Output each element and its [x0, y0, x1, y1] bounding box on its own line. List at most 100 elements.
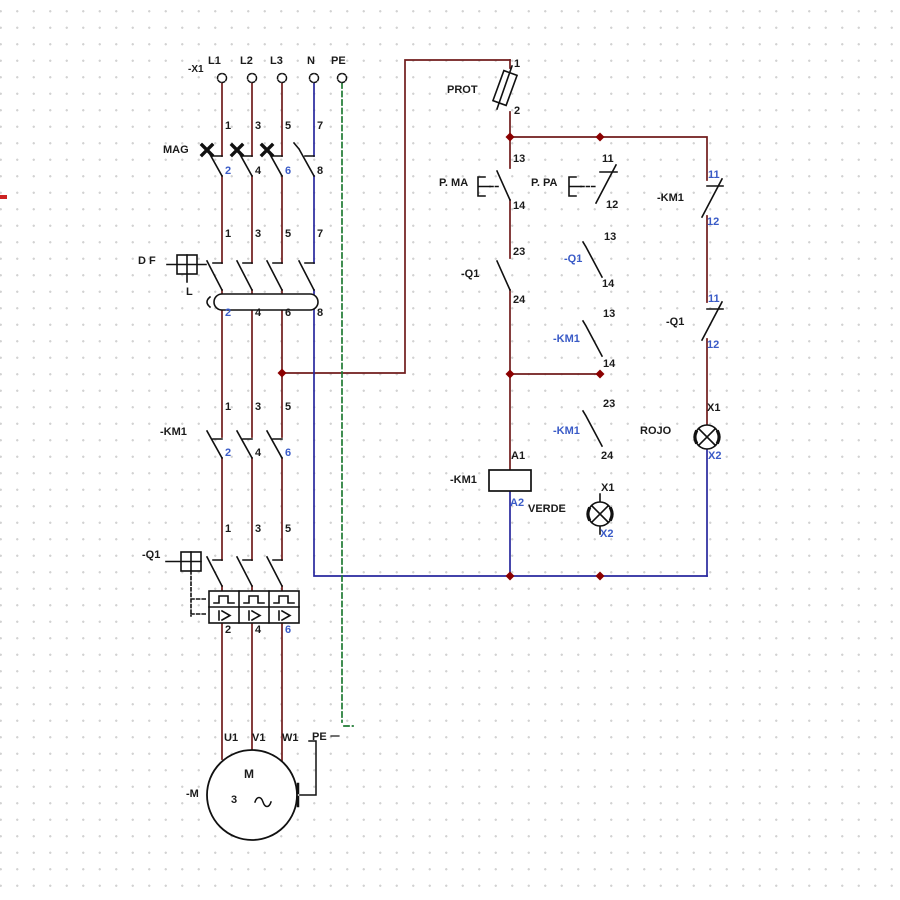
mag-pin: 3 [255, 120, 262, 132]
terminal-pe[interactable] [336, 72, 348, 84]
terminal-strip-label: -X1 [188, 64, 204, 75]
ppa-pin: 12 [606, 199, 619, 211]
motor-terminal: V1 [252, 732, 266, 744]
q1-aux-mid-label: -Q1 [564, 253, 583, 265]
df-test-box [166, 254, 207, 283]
wire-neutral [313, 82, 708, 577]
coil-pin: A2 [510, 497, 525, 509]
mag-pin: 6 [285, 165, 292, 177]
junction-dot [277, 368, 287, 378]
motor-symbol[interactable] [206, 749, 300, 841]
junction-dot [595, 369, 605, 379]
q1-pin: 5 [285, 523, 292, 535]
start-button-label: P. MA [439, 177, 469, 189]
df-differential-symbol[interactable] [166, 254, 316, 292]
km1-pin: 2 [225, 447, 232, 459]
df-toroid-symbol[interactable] [206, 293, 319, 311]
red-lamp-symbol[interactable] [693, 424, 721, 450]
motor-m: M [244, 767, 254, 781]
terminal-n[interactable] [308, 72, 320, 84]
q1-aux-no-left-symbol[interactable] [495, 259, 512, 292]
terminal-l2[interactable] [246, 72, 258, 84]
pma-pin: 13 [513, 153, 526, 165]
km1-holding-contact-symbol[interactable] [581, 319, 604, 358]
km1-nc-pin: 11 [708, 169, 720, 181]
mag-breaker-label: MAG [163, 144, 189, 156]
red-lamp-label: ROJO [640, 425, 672, 437]
stop-button-symbol[interactable] [568, 163, 618, 205]
mag-pin: 4 [255, 165, 262, 177]
junction-dot [595, 132, 605, 142]
junction-dot [505, 369, 515, 379]
mag-pin: 1 [225, 120, 232, 132]
q1-pin: 1 [225, 523, 232, 535]
q1-aux-left-pin: 23 [513, 246, 526, 258]
df-pin: 1 [225, 228, 232, 240]
q1-motor-breaker-symbol[interactable] [165, 551, 300, 624]
mag-pin: 7 [317, 120, 324, 132]
q1-pin: 2 [225, 624, 232, 636]
km1-coil-symbol[interactable] [488, 469, 532, 492]
fuse-prot-symbol[interactable] [491, 64, 519, 111]
breaker-x-marks [199, 142, 275, 158]
terminal-l1[interactable] [216, 72, 228, 84]
df-pin: 8 [317, 307, 324, 319]
wire-control-top-rail [509, 136, 708, 181]
q1-aux-mid-pin: 14 [602, 278, 615, 290]
q1-pin: 6 [285, 624, 292, 636]
motor-phases: 3 [231, 794, 238, 806]
fuse-label: PROT [447, 84, 478, 96]
q1-aux-nc-symbol[interactable] [700, 300, 724, 342]
phase-label-l3: L3 [270, 55, 283, 67]
neutral-label: N [307, 55, 315, 67]
red-edge-mark [0, 195, 7, 199]
junction-dots [277, 132, 605, 581]
km1-power-contacts-symbol[interactable] [205, 429, 284, 460]
km1-aux-no-23-symbol[interactable] [581, 409, 604, 448]
phase-label-l1: L1 [208, 55, 221, 67]
q1-aux-mid-pin: 13 [604, 231, 617, 243]
q1-aux-left-pin: 24 [513, 294, 526, 306]
q1-nc-pin: 11 [708, 293, 720, 305]
q1-aux-left-label: -Q1 [461, 268, 480, 280]
phase-label-l2: L2 [240, 55, 253, 67]
motor-pe-label: PE [312, 731, 327, 743]
ppa-blade [594, 163, 618, 205]
motor-label: -M [186, 788, 199, 800]
start-button-symbol[interactable] [477, 169, 512, 202]
km1-hold-label: -KM1 [553, 333, 580, 345]
stop-button-label: P. PA [531, 177, 558, 189]
df-pin: 7 [317, 228, 324, 240]
km1-aux23-pin: 23 [603, 398, 616, 410]
green-lamp-symbol[interactable] [586, 493, 614, 535]
df-breaker-label: D F [138, 255, 156, 267]
km1-coil-label: -KM1 [450, 474, 477, 486]
km1-aux-nc-symbol[interactable] [700, 177, 724, 219]
terminal-l3[interactable] [276, 72, 288, 84]
mag-breaker-symbol[interactable] [199, 141, 316, 178]
q1-nc-pin: 12 [707, 339, 720, 351]
pe-wires [341, 82, 354, 727]
mag-pin: 2 [225, 165, 232, 177]
toroid-hook [206, 295, 212, 309]
supply-terminals[interactable] [216, 72, 348, 84]
motor-terminal: W1 [282, 732, 299, 744]
df-pin: 5 [285, 228, 292, 240]
q1-actuator-box [165, 551, 208, 617]
q1-thermal-box [208, 590, 300, 624]
df-pin: 3 [255, 228, 262, 240]
q1-pin: 3 [255, 523, 262, 535]
junction-dot [505, 571, 515, 581]
q1-aux-no-mid-symbol[interactable] [581, 240, 604, 279]
verde-pin: X2 [600, 528, 614, 540]
km1-nc-label: -KM1 [657, 192, 684, 204]
df-pin: 2 [225, 307, 232, 319]
neutral-wires [313, 82, 708, 577]
df-pin: 4 [255, 307, 262, 319]
q1-nc-blade [700, 300, 724, 342]
km1-aux23-pin: 24 [601, 450, 614, 462]
df-pin: 6 [285, 307, 292, 319]
q1-pin: 4 [255, 624, 262, 636]
